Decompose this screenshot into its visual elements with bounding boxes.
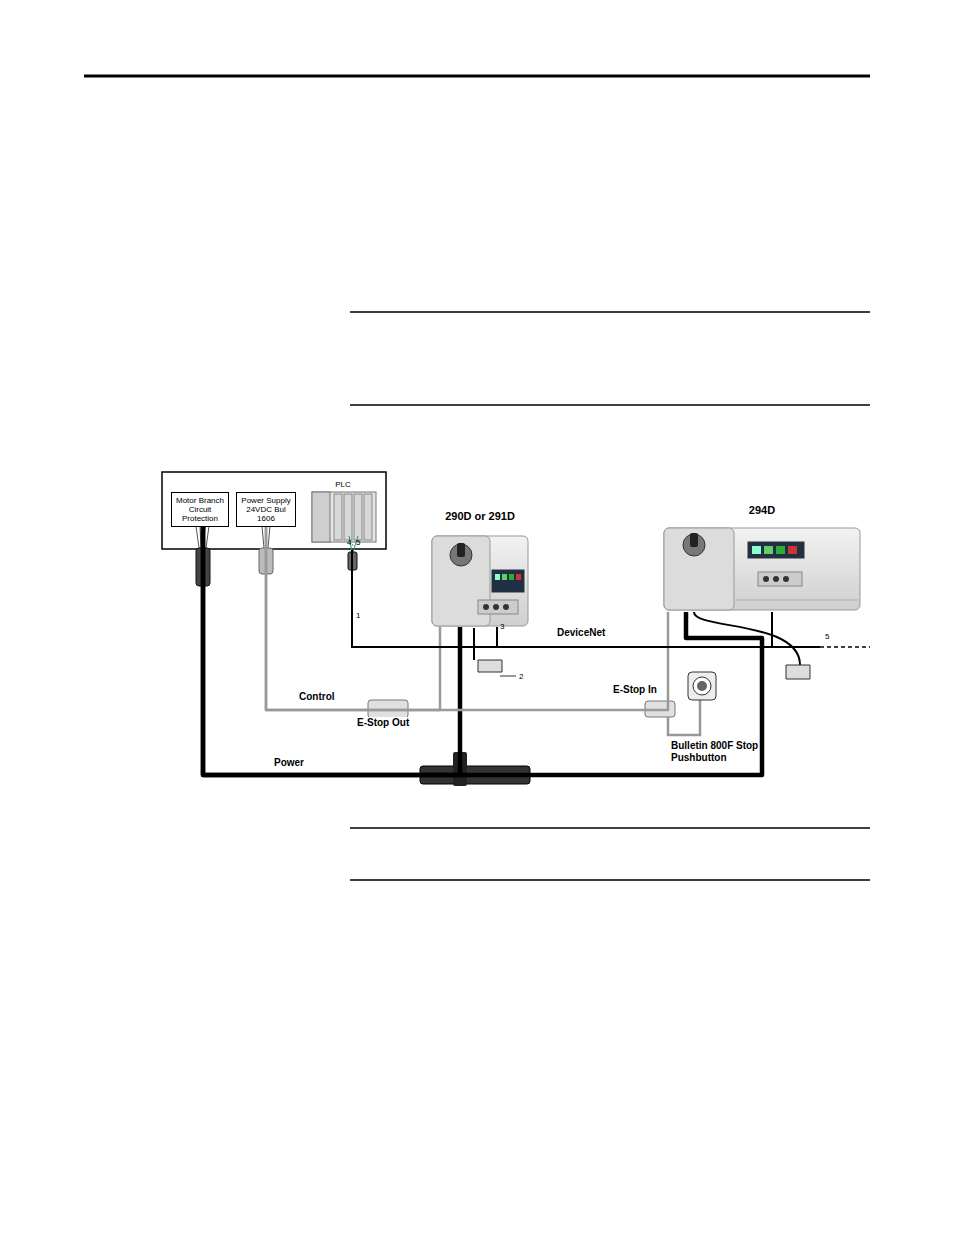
cable-label: Power	[273, 757, 305, 769]
cable	[352, 550, 772, 647]
panel-component-box: Power Supply 24VDC Bul 1606	[236, 492, 296, 527]
cable	[203, 527, 762, 775]
leader-line	[500, 676, 516, 677]
sensor	[478, 660, 502, 672]
starter-290d	[432, 536, 528, 626]
cable-label: Control	[298, 691, 336, 703]
connector-label: E-Stop In	[612, 684, 658, 696]
header-rule	[84, 75, 870, 78]
callout-number: 3	[499, 621, 505, 633]
note-rule	[350, 879, 870, 881]
cable-label: DeviceNet	[556, 627, 606, 639]
panel-wires	[196, 526, 270, 548]
callout-number: 5	[824, 631, 830, 643]
sensor	[786, 665, 810, 679]
cable	[203, 527, 460, 775]
devicenet-trunk	[820, 646, 870, 648]
pushbutton-cable	[668, 700, 700, 735]
device-label: 290D or 291D	[428, 510, 532, 522]
component-label: Motor Branch Circuit Protection	[174, 496, 226, 523]
callout-number: 2	[518, 671, 524, 683]
device-node: PLC	[318, 480, 368, 550]
drive-294d	[664, 528, 860, 610]
note-rule	[350, 311, 870, 313]
callout-number: 4, 5	[346, 537, 361, 549]
callout-number: 1	[355, 610, 361, 622]
component-label: Power Supply 24VDC Bul 1606	[239, 496, 293, 523]
panel-component-box: Motor Branch Circuit Protection	[171, 492, 229, 527]
connector-label: E-Stop Out	[356, 717, 410, 729]
control-panel	[162, 472, 386, 549]
stop-pushbutton	[688, 672, 716, 700]
note-rule	[350, 404, 870, 406]
plc-rack	[312, 492, 376, 552]
note-rule	[350, 827, 870, 829]
device-label: PLC	[318, 480, 368, 489]
device-node: 294D	[660, 504, 864, 612]
device-node: 290D or 291D	[428, 510, 532, 627]
cable	[266, 527, 668, 710]
sensor-cable	[473, 628, 475, 660]
device-label: 294D	[660, 504, 864, 516]
cable	[352, 550, 497, 647]
devicenet-trunk	[772, 646, 820, 648]
device-label: Bulletin 800F Stop Pushbutton	[670, 740, 772, 764]
